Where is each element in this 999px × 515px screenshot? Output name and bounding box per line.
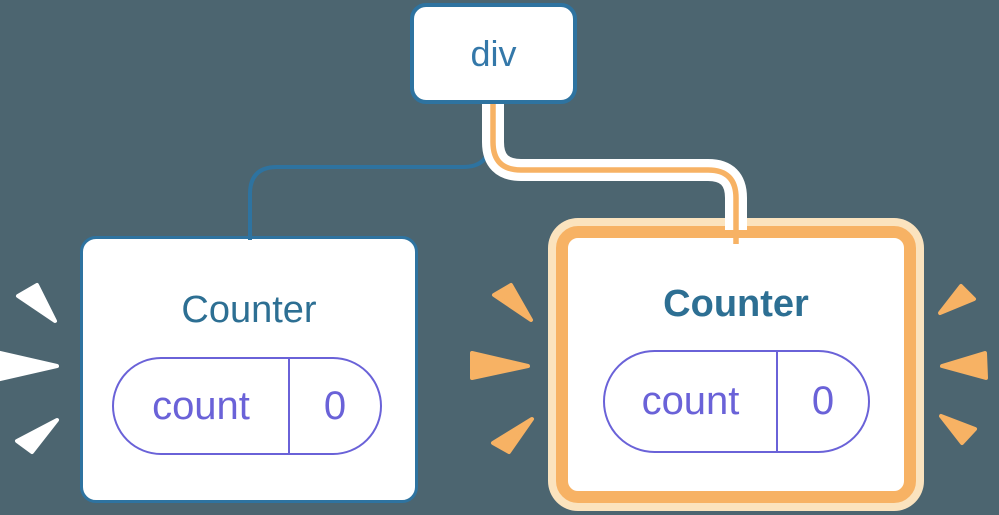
root-node-label: div [470, 32, 517, 74]
burst-icon [939, 414, 977, 445]
component-title: Counter [181, 289, 317, 331]
component-title: Counter [663, 283, 809, 325]
burst-icon [470, 351, 530, 380]
counter-card-right-highlighted: Counter count 0 [556, 226, 916, 503]
burst-icon [492, 283, 533, 322]
edge-to-right-counter-casing [482, 102, 747, 230]
state-key: count [605, 352, 778, 451]
state-value: 0 [323, 383, 347, 428]
counter-card-left: Counter count 0 [80, 236, 418, 503]
burst-icon [940, 351, 988, 380]
state-value: 0 [811, 379, 835, 423]
edge-to-left-counter [248, 103, 492, 240]
burst-icon [16, 283, 57, 323]
burst-icon [938, 284, 976, 315]
root-node-div: div [410, 3, 577, 104]
burst-icon [15, 418, 59, 454]
burst-icon [0, 350, 59, 382]
state-pill: count 0 [603, 350, 870, 453]
burst-icon [491, 417, 534, 454]
state-pill: count 0 [112, 357, 382, 455]
edge-to-right-counter [490, 102, 739, 244]
state-key: count [114, 359, 290, 453]
